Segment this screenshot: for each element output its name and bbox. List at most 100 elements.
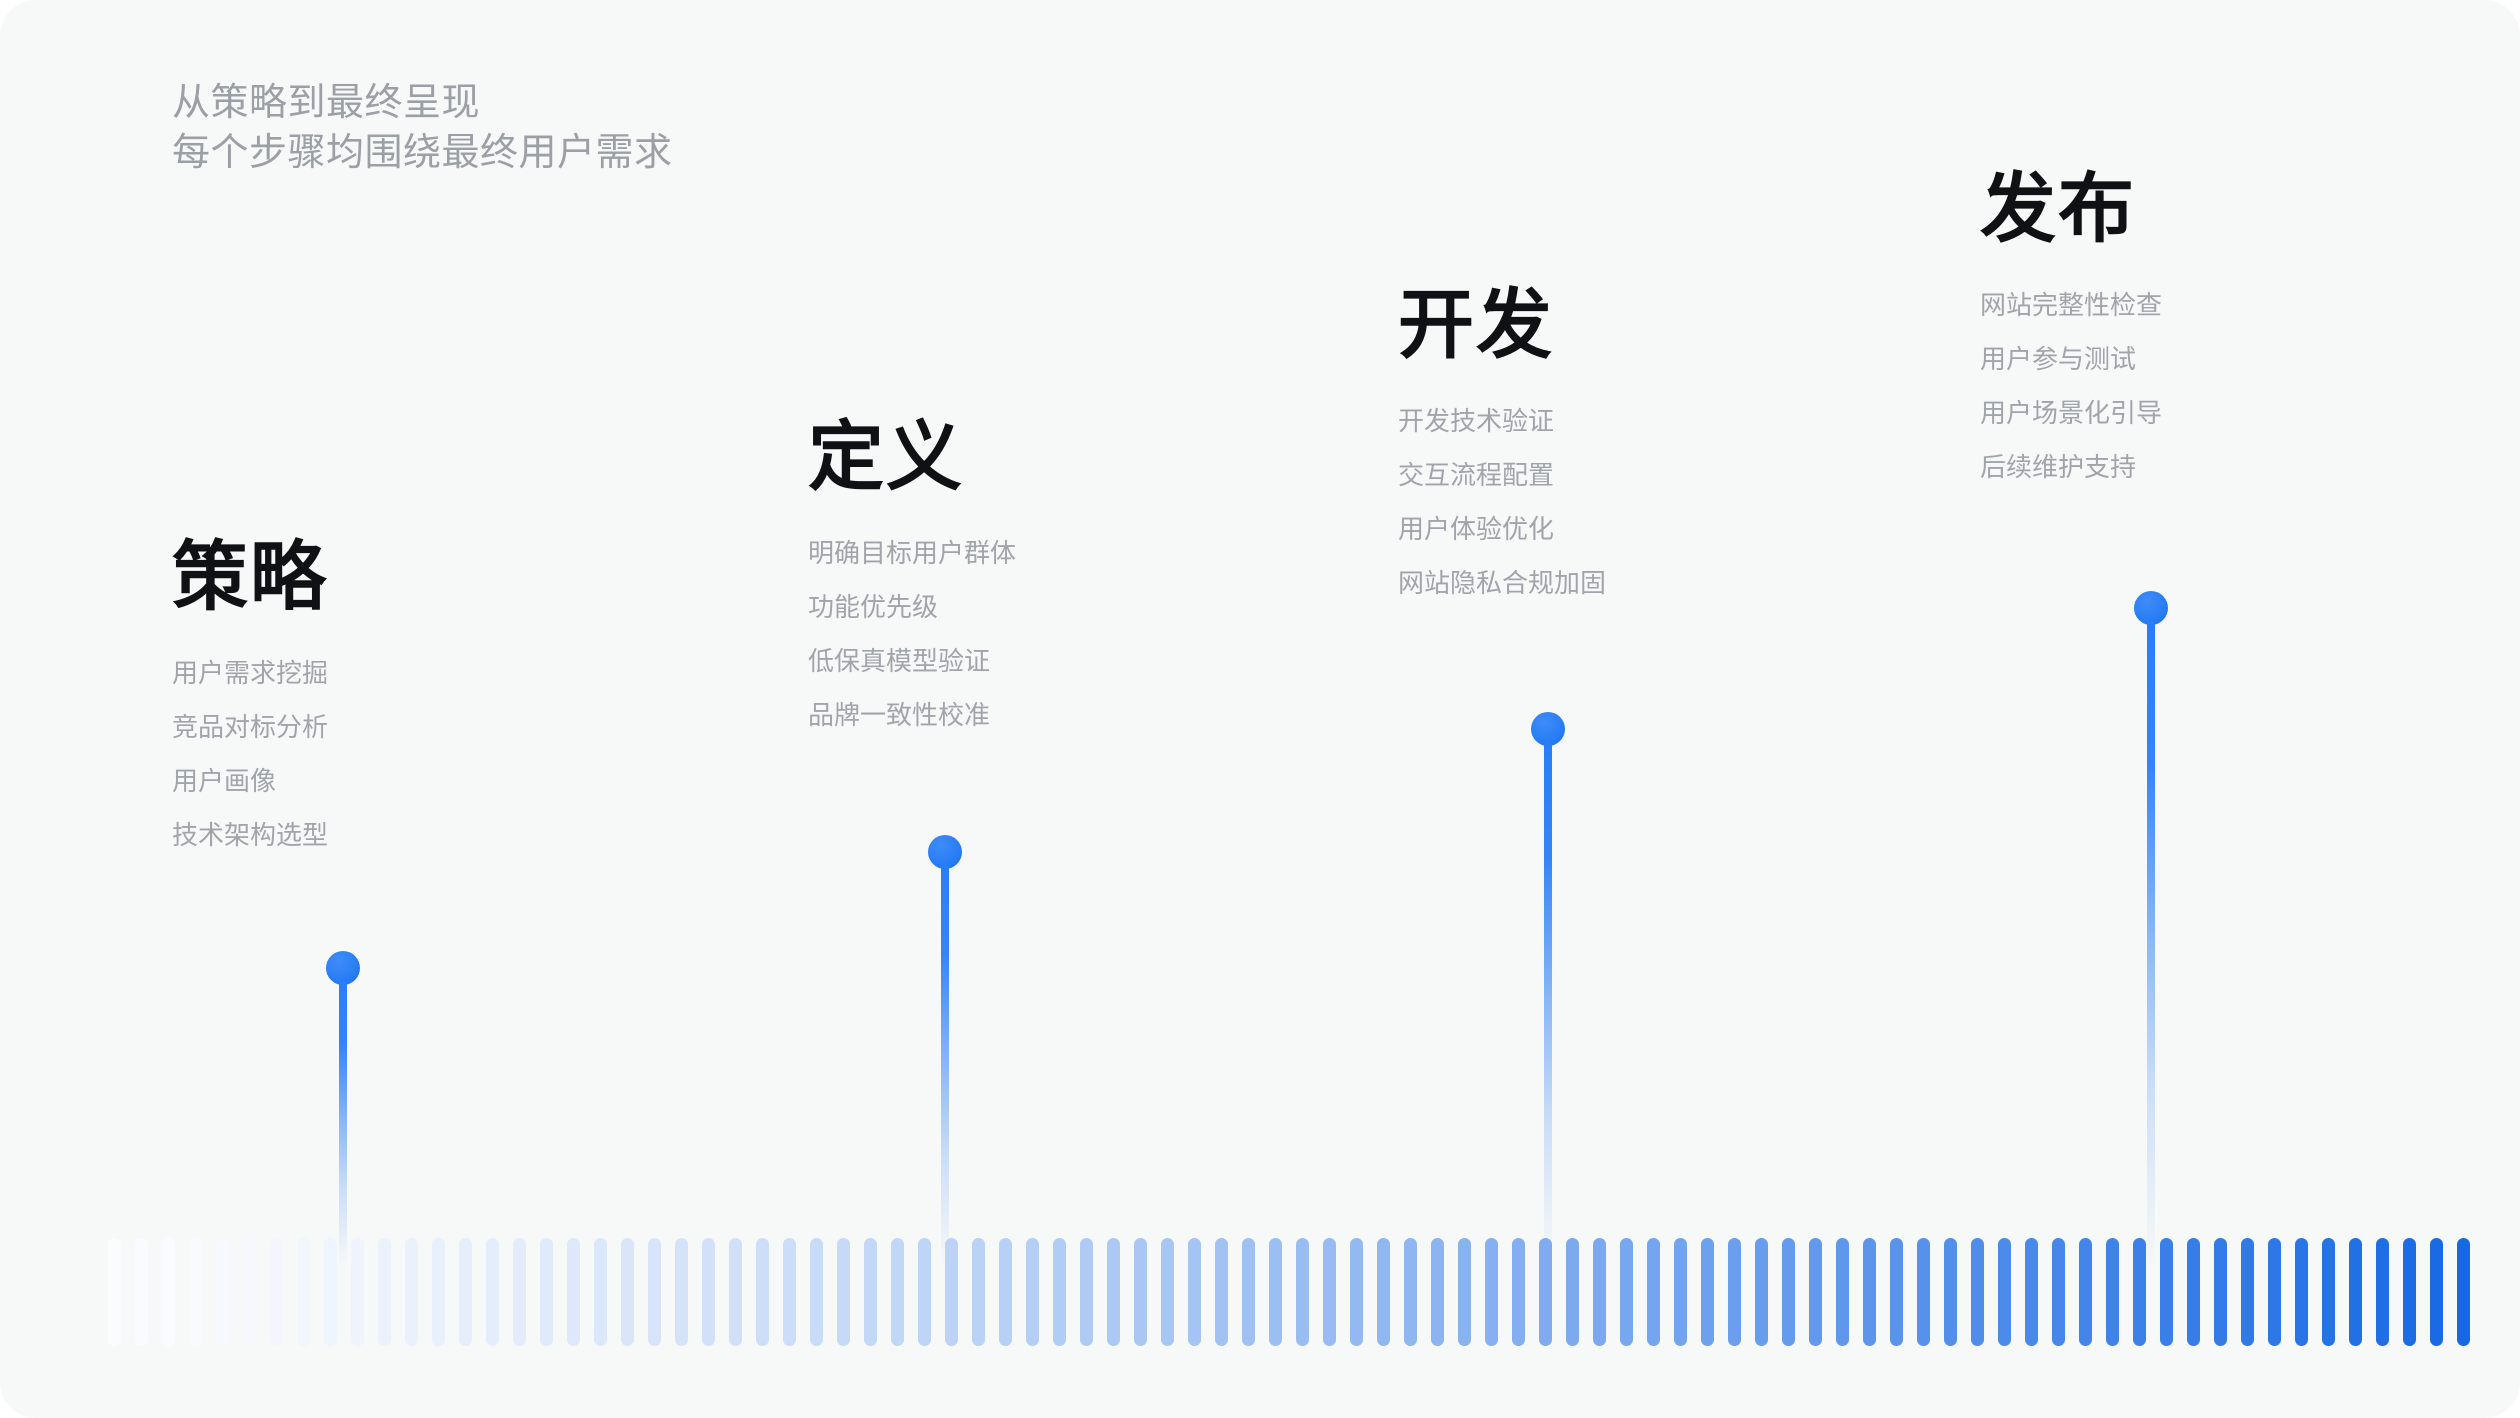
stage-item: 网站完整性检查 [1980,290,2163,320]
pin-stem [941,865,949,1269]
progress-bar [108,1238,121,1346]
stage-item: 品牌一致性校准 [808,700,991,730]
progress-bar [945,1238,958,1346]
progress-bar [2349,1238,2362,1346]
pin-dot-icon [1531,712,1565,746]
progress-bar [1944,1238,1957,1346]
progress-bar [216,1238,229,1346]
progress-bar [1107,1238,1120,1346]
progress-bar [729,1238,742,1346]
progress-bar [1836,1238,1849,1346]
progress-bar [999,1238,1012,1346]
progress-bar [1620,1238,1633,1346]
stage-title-1: 策略 [172,535,328,620]
progress-bar [2133,1238,2146,1346]
progress-bar [2457,1238,2470,1346]
progress-bar [1026,1238,1039,1346]
header: 从策略到最终呈现 每个步骤均围绕最终用户需求 [172,78,1072,178]
progress-bar [2052,1238,2065,1346]
progress-bar [567,1238,580,1346]
progress-bar [594,1238,607,1346]
progress-bar [2106,1238,2119,1346]
progress-bar [2025,1238,2038,1346]
stage-item: 明确目标用户群体 [808,538,1017,568]
pin-stem [339,981,347,1269]
progress-bar [1593,1238,1606,1346]
stage-item: 用户体验优化 [1398,514,1555,544]
progress-bar [864,1238,877,1346]
progress-bar [513,1238,526,1346]
progress-bar [1431,1238,1444,1346]
progress-bar [1512,1238,1525,1346]
stage-item: 用户参与测试 [1980,344,2137,374]
stage-item: 技术架构选型 [172,820,329,850]
progress-bar [1188,1238,1201,1346]
stage-item: 功能优先级 [808,592,939,622]
stage-items-1: 用户需求挖掘 竞品对标分析 用户画像 技术架构选型 [172,660,328,848]
progress-bar [1485,1238,1498,1346]
progress-bar [1998,1238,2011,1346]
progress-bar [1890,1238,1903,1346]
stage-item: 交互流程配置 [1398,460,1555,490]
progress-bar [1215,1238,1228,1346]
progress-bar [837,1238,850,1346]
stage-title-4: 发布 [1980,167,2136,252]
progress-bar [756,1238,769,1346]
progress-bar [297,1238,310,1346]
progress-bar [1161,1238,1174,1346]
progress-bar [540,1238,553,1346]
progress-bar [486,1238,499,1346]
progress-bar [972,1238,985,1346]
progress-bar [2403,1238,2416,1346]
progress-bar [1242,1238,1255,1346]
progress-bar [162,1238,175,1346]
progress-bar [1566,1238,1579,1346]
progress-bar [1782,1238,1795,1346]
header-line-2: 每个步骤均围绕最终用户需求 [172,132,673,175]
progress-bar [675,1238,688,1346]
header-line-1: 从策略到最终呈现 [172,82,481,124]
progress-bar [1080,1238,1093,1346]
progress-bar [918,1238,931,1346]
stage-item: 后续维护支持 [1980,452,2137,482]
stage-items-2: 明确目标用户群体 功能优先级 低保真模型验证 品牌一致性校准 [808,540,1016,728]
progress-bar [189,1238,202,1346]
stage-item: 用户需求挖掘 [172,658,329,688]
pin-dot-icon [326,951,360,985]
progress-bar [459,1238,472,1346]
progress-bar [2268,1238,2281,1346]
stage-item: 用户画像 [172,766,277,796]
stage-column-1: 策略 用户需求挖掘 竞品对标分析 用户画像 技术架构选型 [172,535,328,849]
stage-item: 网站隐私合规加固 [1398,568,1607,598]
progress-bar [1971,1238,1984,1346]
progress-bar [1296,1238,1309,1346]
progress-bar [2187,1238,2200,1346]
progress-bar [1458,1238,1471,1346]
stage-item: 低保真模型验证 [808,646,991,676]
progress-bar [378,1238,391,1346]
stage-item: 开发技术验证 [1398,406,1555,436]
progress-bar [891,1238,904,1346]
pin-stem [2147,621,2155,1269]
pin-dot-icon [2134,591,2168,625]
progress-bar [351,1238,364,1346]
progress-bar [1539,1238,1552,1346]
progress-bar [1728,1238,1741,1346]
progress-bar [1134,1238,1147,1346]
progress-bar [2322,1238,2335,1346]
progress-bar [1701,1238,1714,1346]
progress-bar [1269,1238,1282,1346]
progress-bar [1350,1238,1363,1346]
stage-items-3: 开发技术验证 交互流程配置 用户体验优化 网站隐私合规加固 [1398,408,1606,596]
progress-bar [783,1238,796,1346]
progress-bar [1809,1238,1822,1346]
progress-bar [1323,1238,1336,1346]
progress-bar [432,1238,445,1346]
stage-title-3: 开发 [1398,283,1554,368]
progress-bar [270,1238,283,1346]
stage-title-2: 定义 [808,415,964,500]
stage-column-2: 定义 明确目标用户群体 功能优先级 低保真模型验证 品牌一致性校准 [808,415,1016,729]
progress-bar [2241,1238,2254,1346]
progress-bar [648,1238,661,1346]
